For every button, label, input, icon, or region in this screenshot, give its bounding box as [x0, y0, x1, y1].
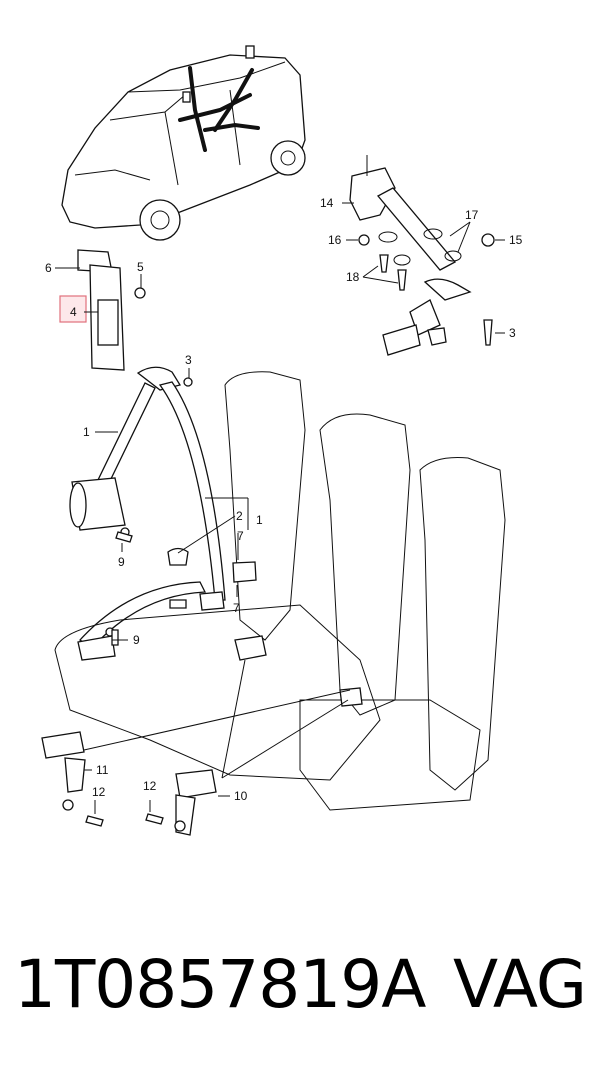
callout-18: 18: [346, 270, 360, 284]
callout-12-left: 12: [92, 785, 106, 799]
rear-belt-reel-assembly: [349, 167, 495, 356]
callout-3-rear: 3: [509, 326, 516, 340]
callout-3-front: 3: [185, 353, 192, 367]
callout-14: 14: [320, 196, 334, 210]
callout-7-lower: 7: [233, 601, 240, 615]
height-adjuster-assembly: [59, 249, 146, 371]
callout-5: 5: [137, 260, 144, 274]
part-number: 1T0857819A: [14, 946, 426, 1023]
front-seat-belt: [69, 366, 226, 611]
highlight-part-4: [59, 295, 87, 323]
callout-16: 16: [328, 233, 342, 247]
callout-9-lower: 9: [133, 633, 140, 647]
callout-7-upper: 7: [237, 529, 244, 543]
exploded-parts-diagram: 6 5 4 3 1 2 1 7 7 9 9 11 12 12 10 14 16 …: [41, 45, 523, 836]
callout-4: 4: [70, 305, 77, 319]
callout-labels: 6 5 4 3 1 2 1 7 7 9 9 11 12 12 10 14 16 …: [45, 196, 523, 803]
callout-12-right: 12: [143, 779, 157, 793]
callout-11: 11: [96, 763, 109, 777]
part-footer: 1T0857819A VAG: [0, 925, 600, 1045]
callout-15: 15: [509, 233, 523, 247]
callout-6: 6: [45, 261, 52, 275]
callout-1-bracket: 1: [256, 513, 263, 527]
seat-bench-and-lap-belt: [41, 371, 506, 836]
vehicle-illustration: [61, 45, 306, 241]
leader-lines: [55, 155, 505, 814]
callout-1-front: 1: [83, 425, 90, 439]
brand-label: VAG: [452, 946, 587, 1023]
callout-2: 2: [236, 509, 243, 523]
callout-9-upper: 9: [118, 555, 125, 569]
callout-17: 17: [465, 208, 479, 222]
callout-10: 10: [234, 789, 248, 803]
